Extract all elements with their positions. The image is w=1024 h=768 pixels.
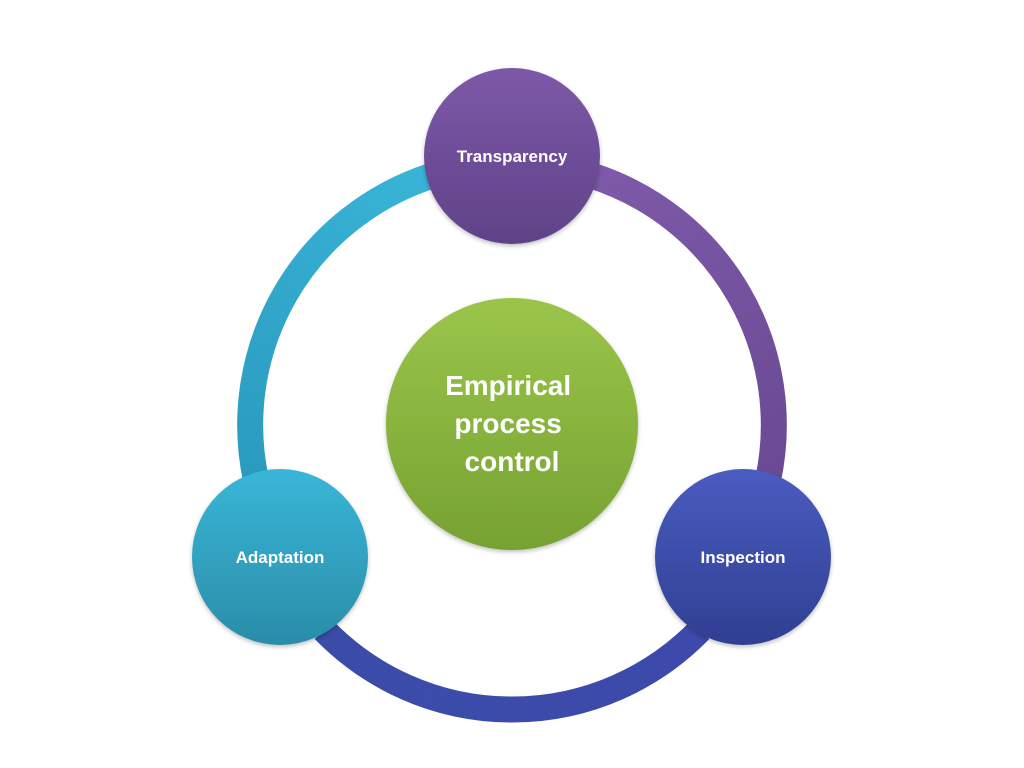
node-inspection: Inspection [655,469,831,645]
arc-transparency-to-inspection [588,163,787,483]
node-transparency-label: Transparency [457,147,568,166]
arc-inspection-to-adaptation [314,620,710,723]
center-label-line-2: process [454,408,561,439]
center-label-line-3: control [465,446,560,477]
node-adaptation-label: Adaptation [236,548,325,567]
node-inspection-label: Inspection [700,548,785,567]
arc-adaptation-to-transparency [237,163,436,483]
node-adaptation: Adaptation [192,469,368,645]
node-transparency: Transparency [424,68,600,244]
center-node: Empirical process control [386,298,638,550]
svg-text:Empirical process: Empirical process control [445,370,579,477]
center-label-line-1: Empirical [445,370,571,401]
